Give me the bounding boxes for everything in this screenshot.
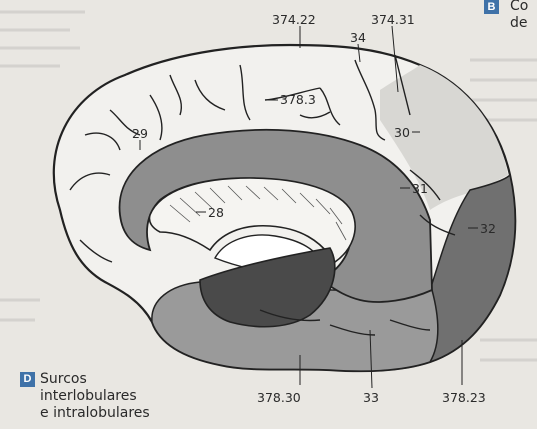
- label-29: 29: [132, 126, 148, 141]
- label-378-23: 378.23: [442, 390, 486, 405]
- caption-b-badge: B: [484, 0, 499, 14]
- label-374-31: 374.31: [371, 12, 415, 27]
- caption-d-badge: D: [20, 372, 35, 387]
- label-32: 32: [480, 221, 496, 236]
- label-28: 28: [208, 205, 224, 220]
- caption-d-line-2: interlobulares: [40, 388, 137, 404]
- label-378-3: 378.3: [280, 92, 316, 107]
- label-30: 30: [394, 125, 410, 140]
- caption-b-line-2: de: [510, 15, 528, 31]
- label-34: 34: [350, 30, 366, 45]
- label-378-30: 378.30: [257, 390, 301, 405]
- label-33: 33: [363, 390, 379, 405]
- label-31: 31: [412, 181, 428, 196]
- caption-b-line-1: Co: [510, 0, 528, 14]
- label-374-22: 374.22: [272, 12, 316, 27]
- caption-d-line-1: Surcos: [40, 371, 87, 387]
- caption-d-line-3: e intralobulares: [40, 405, 150, 421]
